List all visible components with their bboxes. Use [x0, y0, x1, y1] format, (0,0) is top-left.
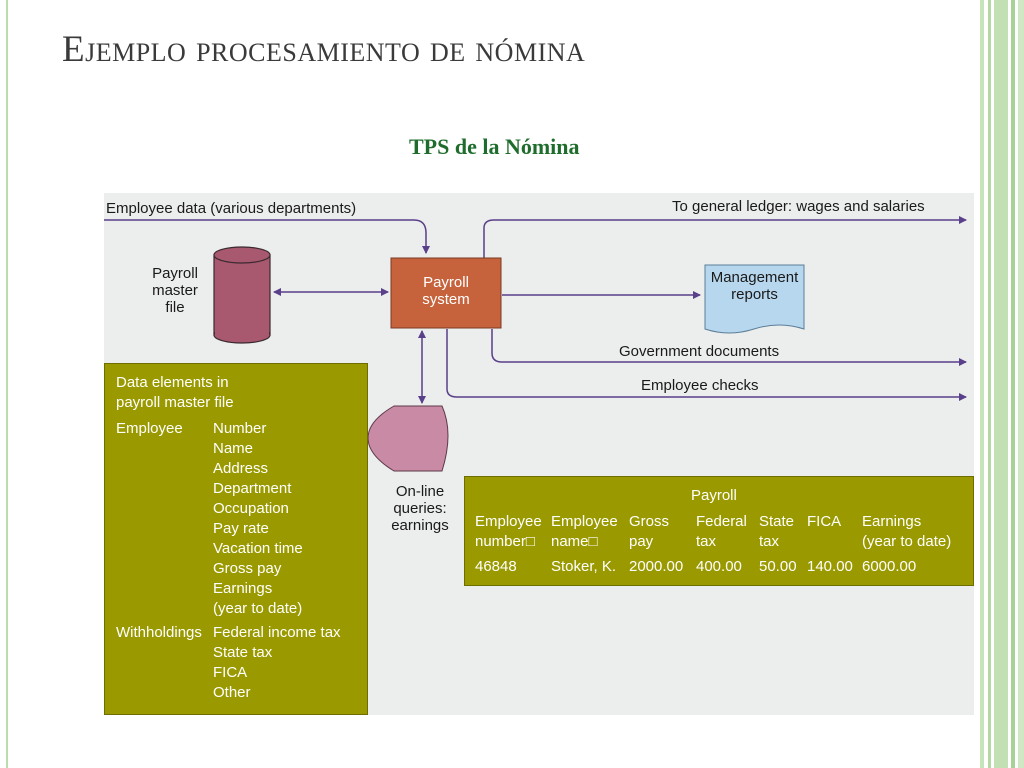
- table-header: State tax: [759, 513, 795, 550]
- employee-item: Department: [213, 480, 292, 497]
- employee-checks-label: Employee checks: [641, 377, 759, 394]
- left-decorative-rule: [6, 0, 8, 768]
- data-elements-heading-line2: payroll master file: [116, 394, 234, 411]
- table-header: FICA: [807, 513, 842, 530]
- employee-data-label: Employee data (various departments): [106, 200, 357, 217]
- table-cell: 46848: [475, 558, 517, 575]
- payroll-record-panel: Payroll Employee number□ Employee name□ …: [464, 476, 974, 586]
- employee-item: Number: [213, 420, 267, 437]
- employee-group-label: Employee: [116, 420, 183, 437]
- employee-item: Gross pay: [213, 560, 282, 577]
- employee-item: (year to date): [213, 600, 303, 617]
- online-queries-label: On-line queries: earnings: [391, 483, 449, 534]
- table-header: Employee name□: [551, 513, 618, 550]
- employee-item: Earnings: [213, 580, 273, 597]
- payroll-master-file-label: Payroll master file: [152, 265, 198, 316]
- management-reports-document: [704, 264, 805, 334]
- right-decorative-stripes: [980, 0, 1024, 768]
- online-queries-display: [367, 405, 449, 472]
- government-documents-arrow: [491, 329, 967, 366]
- withholdings-group-label: Withholdings: [116, 624, 202, 641]
- employee-data-arrow: [104, 219, 430, 254]
- management-reports-label: Management reports: [710, 269, 799, 303]
- employee-item: Occupation: [213, 500, 289, 517]
- employee-item: Vacation time: [213, 540, 303, 557]
- table-header: Federal tax: [696, 513, 747, 550]
- payroll-master-file-cylinder: [213, 246, 271, 344]
- withholdings-item: FICA: [213, 664, 248, 681]
- general-ledger-label: To general ledger: wages and salaries: [672, 198, 925, 215]
- withholdings-item: Other: [213, 684, 251, 701]
- payroll-tps-diagram: Employee data (various departments) To g…: [104, 193, 974, 715]
- government-documents-label: Government documents: [619, 343, 780, 360]
- data-elements-panel: Data elements in payroll master file Emp…: [104, 363, 368, 715]
- payroll-system-label: Payroll system: [422, 274, 470, 308]
- table-cell: 50.00: [759, 558, 797, 575]
- employee-item: Address: [213, 460, 269, 477]
- table-header: Gross pay: [629, 513, 670, 550]
- diagram-subtitle: TPS de la Nómina: [409, 134, 580, 159]
- table-cell: 400.00: [696, 558, 742, 575]
- table-header: Employee number□: [475, 513, 542, 550]
- table-cell: 2000.00: [629, 558, 684, 575]
- table-cell: 6000.00: [862, 558, 917, 575]
- withholdings-item: Federal income tax: [213, 624, 341, 641]
- employee-checks-arrow: [446, 329, 967, 401]
- diagram-connectors: [104, 216, 967, 472]
- table-cell: Stoker, K.: [551, 558, 617, 575]
- data-elements-heading-line1: Data elements in: [116, 374, 229, 391]
- employee-item: Pay rate: [213, 520, 269, 537]
- table-cell: 140.00: [807, 558, 853, 575]
- withholdings-item: State tax: [213, 644, 273, 661]
- slide-title: Ejemplo procesamiento de nómina: [62, 29, 586, 70]
- employee-item: Name: [213, 440, 254, 457]
- payroll-record-title: Payroll: [691, 487, 737, 504]
- table-header: Earnings (year to date): [862, 513, 952, 550]
- payroll-system-box: [390, 257, 502, 329]
- general-ledger-arrow: [483, 216, 967, 258]
